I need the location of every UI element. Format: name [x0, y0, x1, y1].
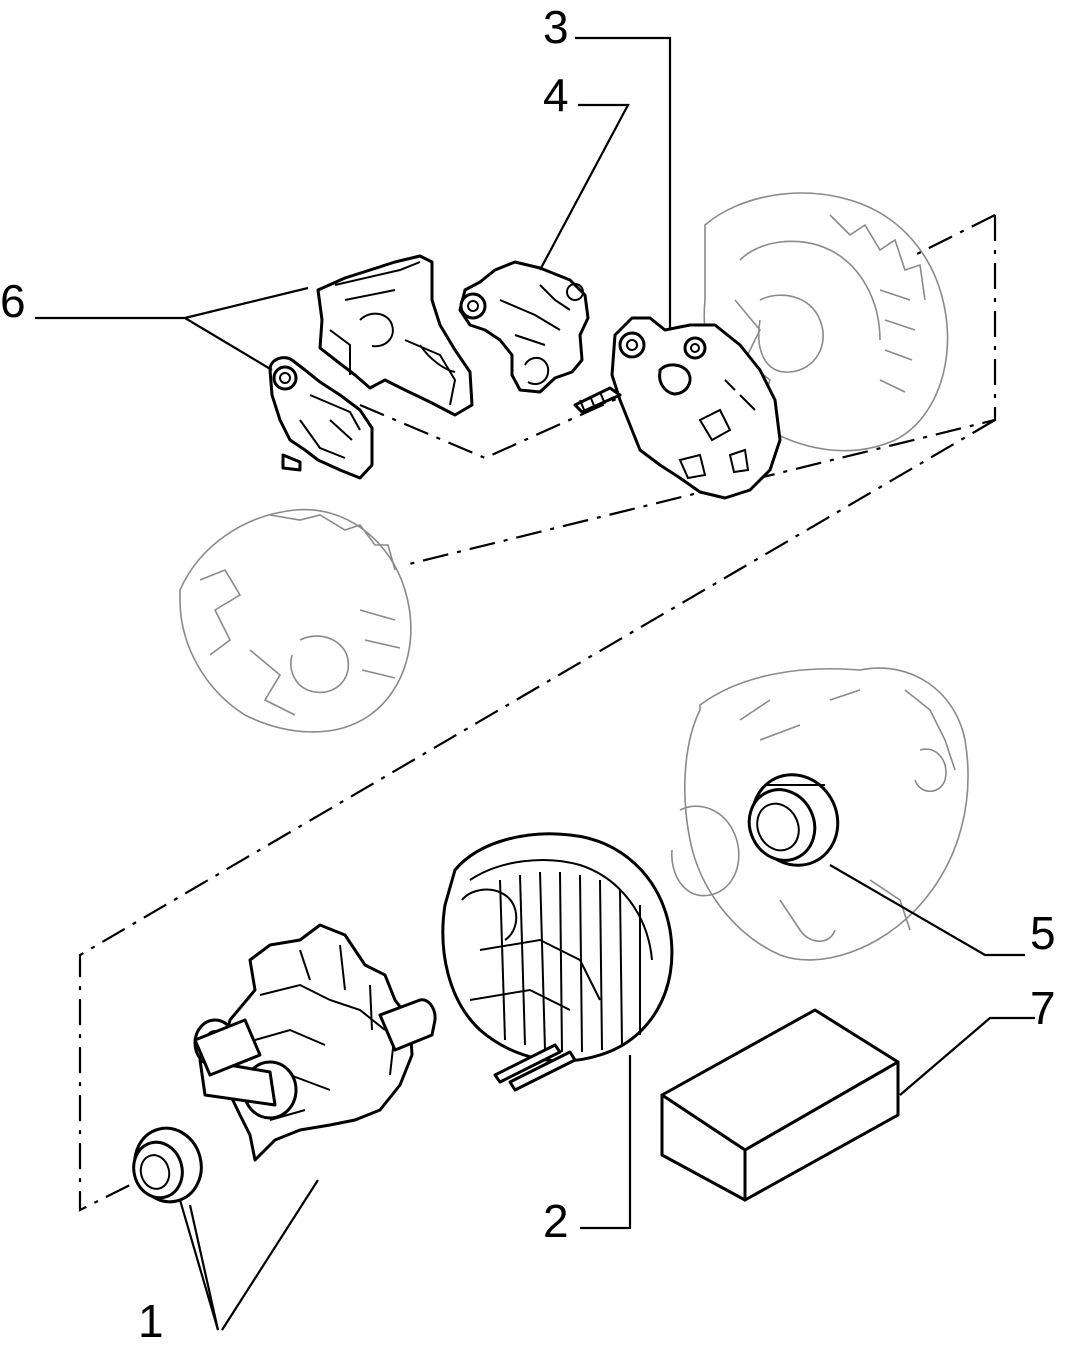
ghost-housing-middle: [179, 508, 412, 733]
leader-1: [188, 1179, 319, 1331]
callout-5: 5: [1030, 907, 1056, 959]
callout-7: 7: [1030, 982, 1056, 1034]
callout-4: 4: [543, 69, 569, 121]
part-3-rectifier[interactable]: [573, 316, 782, 500]
part-1-rotor[interactable]: [193, 923, 437, 1162]
leader-3: [575, 36, 672, 330]
callout-6: 6: [0, 275, 26, 327]
part-1-bearing[interactable]: [127, 1121, 210, 1210]
leader-6: [35, 286, 309, 371]
leader-lines: [35, 36, 1035, 1331]
callout-1: 1: [138, 1295, 164, 1347]
part-7-kit-box[interactable]: [660, 1008, 900, 1202]
assembly-line-diagonal: [78, 419, 996, 1212]
part-6-regulator[interactable]: [268, 254, 474, 480]
part-2-stator[interactable]: [441, 832, 674, 1092]
leader-4: [539, 103, 630, 271]
callout-3: 3: [543, 1, 569, 53]
part-5-bearing[interactable]: [737, 761, 852, 880]
leader-5: [829, 864, 1025, 957]
leader-2: [580, 1055, 632, 1230]
part-4-regulator[interactable]: [458, 260, 590, 394]
leader-1-b: [178, 1199, 220, 1331]
assembly-line-top-2: [914, 214, 996, 256]
leader-7: [899, 1016, 1035, 1096]
callout-2: 2: [543, 1195, 569, 1247]
